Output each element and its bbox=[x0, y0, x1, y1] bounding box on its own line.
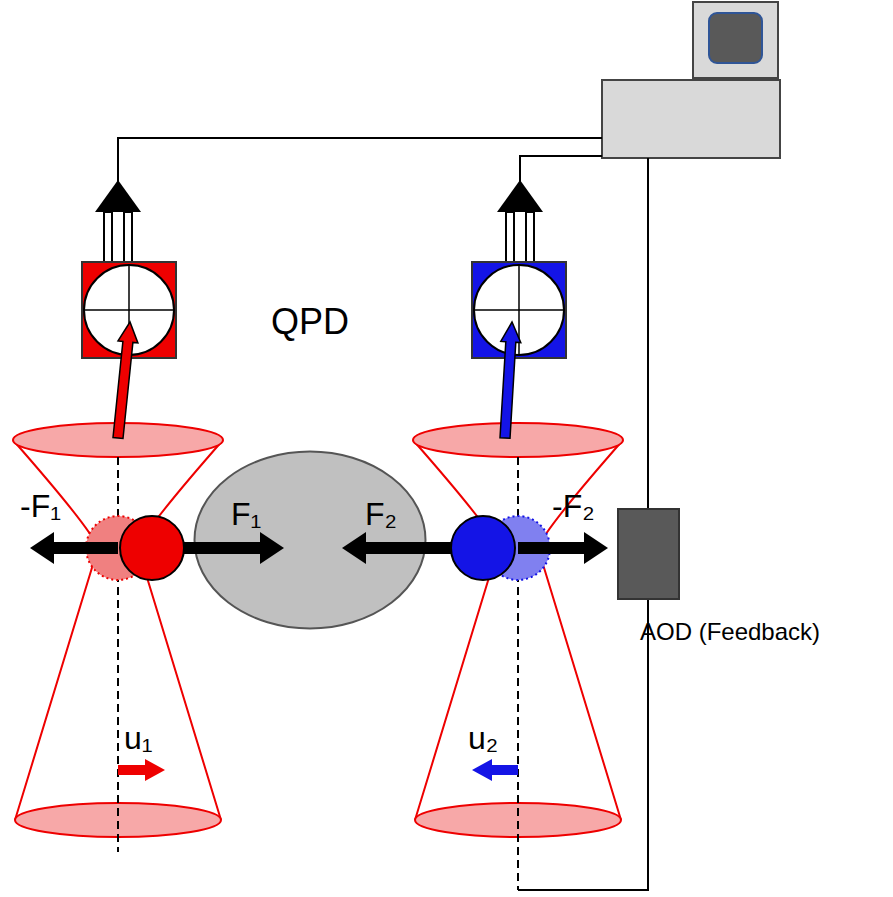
monitor-screen bbox=[709, 13, 762, 63]
connector-leg bbox=[124, 212, 132, 262]
connector-leg bbox=[104, 212, 112, 262]
quadrant-line bbox=[128, 265, 130, 355]
red-detector bbox=[82, 262, 176, 358]
beam-end bbox=[413, 423, 623, 457]
arrow-head bbox=[145, 759, 165, 781]
computer-base bbox=[602, 80, 780, 158]
trapped-object-outline bbox=[193, 450, 427, 630]
connector-leg bbox=[506, 212, 514, 262]
displacement-label: u₂ bbox=[468, 722, 498, 754]
trap-axis bbox=[117, 457, 119, 852]
arrow-head bbox=[472, 759, 492, 781]
blue-bead bbox=[451, 516, 515, 580]
signal-wire bbox=[118, 138, 602, 182]
force-label: -F₂ bbox=[552, 490, 595, 522]
force-arrow bbox=[52, 542, 118, 554]
quadrant-photodiode bbox=[84, 265, 174, 355]
blue-detector bbox=[472, 262, 566, 358]
force-label: F₂ bbox=[365, 498, 397, 530]
quadrant-line bbox=[84, 309, 174, 311]
amplifier-symbol bbox=[95, 180, 141, 212]
aod-box-shape bbox=[618, 509, 679, 599]
signal-wire bbox=[520, 156, 602, 182]
device-label: AOD (Feedback) bbox=[640, 620, 820, 644]
arrow-head bbox=[584, 532, 608, 564]
force-arrow bbox=[518, 542, 586, 554]
beam-end bbox=[415, 803, 621, 837]
red-bead bbox=[120, 516, 184, 580]
amplifier-symbol bbox=[497, 180, 543, 212]
trap-beam bbox=[538, 440, 623, 820]
detector-label: QPD bbox=[271, 304, 349, 340]
quadrant-line bbox=[474, 309, 564, 311]
trapped-object: F₁ F₂ bbox=[193, 450, 427, 630]
beam-end bbox=[15, 803, 221, 837]
feedback-wire bbox=[647, 158, 649, 508]
aod-box-outline bbox=[617, 508, 680, 600]
quadrant-line bbox=[518, 265, 520, 355]
feedback-wire bbox=[518, 600, 648, 890]
arrow-head bbox=[30, 532, 54, 564]
trap-beam bbox=[13, 440, 98, 820]
displacement-arrow bbox=[118, 765, 146, 775]
force-label: -F₁ bbox=[20, 490, 61, 522]
trap-axis bbox=[517, 457, 519, 890]
force-label: F₁ bbox=[231, 498, 261, 530]
bead-rest-position bbox=[86, 516, 150, 580]
beam-end bbox=[13, 423, 223, 457]
monitor bbox=[693, 2, 778, 78]
trap-beam bbox=[413, 440, 498, 820]
light-arrow bbox=[113, 322, 138, 439]
light-arrow bbox=[500, 322, 521, 438]
bead-rest-position bbox=[486, 516, 550, 580]
quadrant-photodiode bbox=[474, 265, 564, 355]
displacement-arrow bbox=[491, 765, 518, 775]
aod-box: AOD (Feedback) bbox=[617, 508, 680, 600]
trapped-object-shape bbox=[195, 452, 426, 629]
connector-leg bbox=[526, 212, 534, 262]
displacement-label: u₁ bbox=[124, 722, 153, 754]
